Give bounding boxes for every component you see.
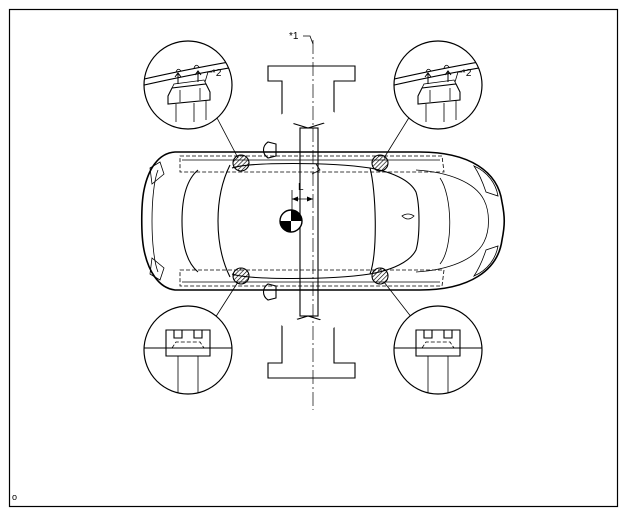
lift-point-front-left bbox=[232, 154, 250, 172]
figure-code: o bbox=[12, 492, 17, 502]
lift-label: *1 bbox=[289, 31, 299, 42]
offset-dimension: L bbox=[291, 182, 313, 210]
lift-point-rear-right bbox=[371, 267, 389, 285]
lift-arm-rear-left bbox=[232, 272, 304, 336]
attachment-label-front-left: *2 bbox=[212, 68, 222, 79]
callout-rear-left bbox=[143, 305, 233, 395]
lift-point-rear-left bbox=[232, 267, 250, 285]
callout-front-left: *2 bbox=[143, 40, 233, 130]
offset-label: L bbox=[298, 182, 304, 193]
vehicle-top-view bbox=[140, 141, 506, 301]
callout-front-right: *2 bbox=[393, 40, 483, 130]
callout-rear-right bbox=[393, 305, 483, 395]
lift-arm-front-right bbox=[314, 104, 388, 166]
lift-point-front-right bbox=[371, 154, 389, 172]
attachment-label-front-right: *2 bbox=[462, 68, 472, 79]
lift-arm-rear-right bbox=[314, 272, 388, 336]
figure-frame bbox=[8, 8, 619, 508]
lift-arm-front-left bbox=[232, 104, 304, 166]
center-of-gravity-icon bbox=[279, 209, 303, 233]
lift bbox=[232, 65, 388, 379]
